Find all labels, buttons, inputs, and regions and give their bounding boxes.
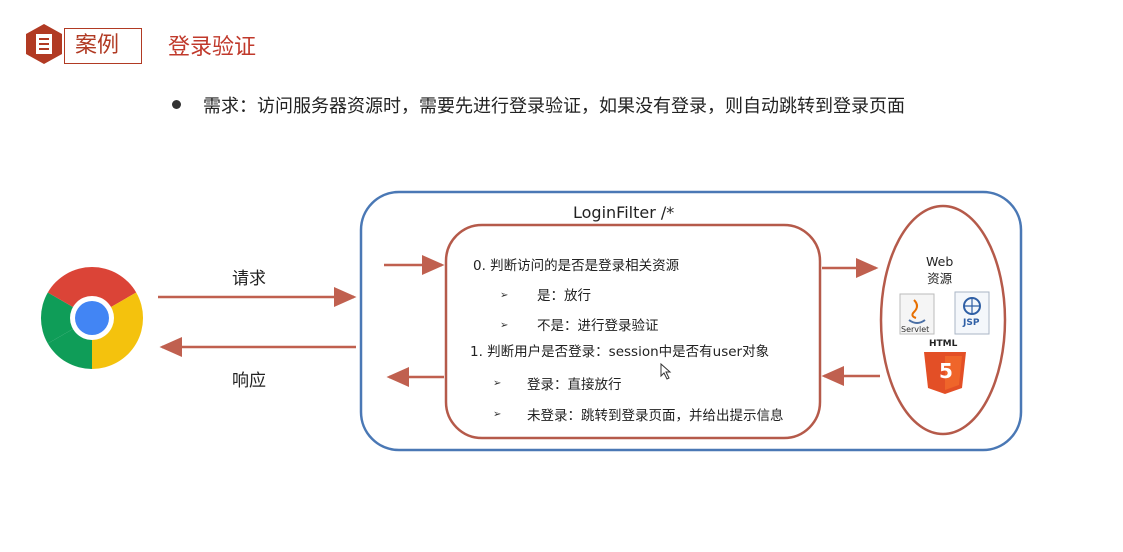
step-1-no-text: 未登录：跳转到登录页面，并给出提示信息	[527, 408, 784, 424]
step-1-text: 1. 判断用户是否登录：session中是否有user对象	[470, 344, 770, 360]
bullet-icon	[172, 100, 181, 109]
requirement-text: 需求：访问服务器资源时，需要先进行登录验证，如果没有登录，则自动跳转到登录页面	[203, 96, 905, 117]
response-label: 响应	[232, 371, 266, 391]
chevron-right-icon: ➢	[500, 320, 509, 331]
html5-icon	[924, 352, 966, 394]
document-icon	[26, 24, 62, 64]
step-0-text: 0. 判断访问的是否是登录相关资源	[473, 258, 680, 274]
filter-title: LoginFilter /*	[573, 203, 675, 222]
jsp-icon	[954, 291, 990, 335]
chrome-browser-icon	[40, 266, 144, 370]
step-0-yes-text: 是：放行	[537, 288, 591, 304]
page-title: 登录验证	[168, 35, 257, 60]
jsp-label: JSP	[963, 318, 980, 328]
html5-number: 5	[939, 359, 953, 383]
filter-logic-box	[444, 223, 822, 440]
section-tag: 案例	[64, 28, 142, 64]
web-resource-line2: 资源	[927, 271, 953, 286]
web-resource-label: Web 资源	[926, 253, 953, 287]
chevron-right-icon: ➢	[493, 409, 502, 420]
chevron-right-icon: ➢	[493, 378, 502, 389]
java-servlet-icon	[899, 293, 935, 335]
web-resource-line1: Web	[926, 254, 954, 269]
request-label: 请求	[232, 269, 266, 289]
html-label: HTML	[929, 339, 958, 349]
step-0-no-text: 不是：进行登录验证	[537, 318, 659, 334]
chevron-right-icon: ➢	[500, 290, 509, 301]
web-resource-ellipse	[879, 204, 1007, 436]
servlet-label: Servlet	[901, 325, 930, 334]
mouse-cursor-icon	[660, 362, 672, 380]
step-1-yes-text: 登录：直接放行	[527, 377, 622, 393]
filter-outer-box	[359, 190, 1023, 452]
